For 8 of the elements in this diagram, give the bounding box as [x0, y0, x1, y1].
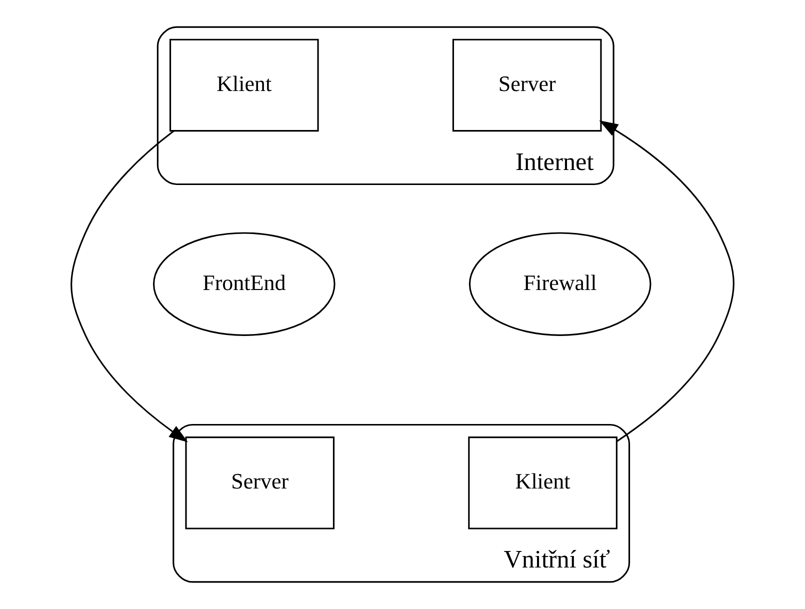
node-box: Server	[185, 436, 335, 530]
arrow	[70, 130, 188, 442]
node-ellipse: FrontEnd	[152, 232, 336, 336]
node-box: Klient	[169, 38, 319, 132]
node-box: Klient	[468, 436, 618, 530]
arrow	[599, 120, 734, 442]
node-ellipse: Firewall	[468, 232, 652, 336]
node-box: Server	[452, 38, 602, 132]
